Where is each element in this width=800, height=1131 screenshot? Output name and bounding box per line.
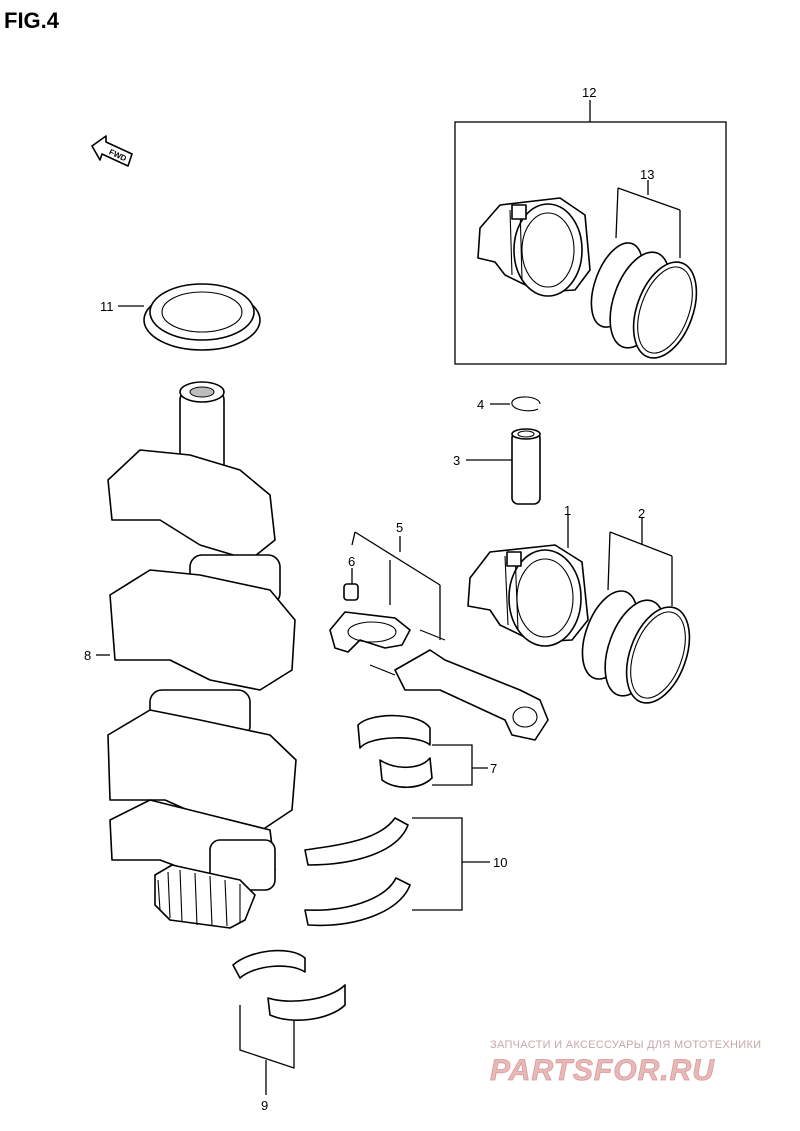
label-1: 1 (564, 503, 571, 518)
label-12: 12 (582, 85, 596, 100)
label-10: 10 (493, 855, 507, 870)
piston-set-box (454, 100, 727, 365)
thrust-washers (304, 817, 490, 927)
piston-in-set (477, 197, 591, 297)
crankshaft (96, 381, 297, 929)
piston (467, 515, 589, 647)
piston-pin (466, 428, 541, 505)
figure-title: FIG.4 (4, 8, 60, 33)
label-4: 4 (477, 397, 484, 412)
watermark-brand: PARTSFOR.RU (490, 1054, 715, 1087)
label-11: 11 (100, 299, 114, 314)
connecting-rod (329, 531, 549, 741)
label-8: 8 (84, 648, 91, 663)
label-7: 7 (490, 761, 497, 776)
label-13: 13 (640, 167, 654, 182)
label-3: 3 (453, 453, 460, 468)
label-9: 9 (261, 1098, 268, 1113)
piston-rings-set (590, 180, 698, 359)
label-2: 2 (638, 506, 645, 521)
piston-rings (581, 518, 691, 704)
label-5: 5 (396, 520, 403, 535)
forward-arrow-icon: FWD (91, 135, 133, 167)
watermark-tagline: ЗАПЧАСТИ И АКСЕССУАРЫ ДЛЯ МОТОТЕХНИКИ (490, 1039, 761, 1051)
oil-seal (118, 283, 261, 351)
label-6: 6 (348, 554, 355, 569)
circlip (490, 396, 541, 412)
main-bearings (232, 949, 346, 1095)
conrod-bearings (357, 714, 488, 789)
